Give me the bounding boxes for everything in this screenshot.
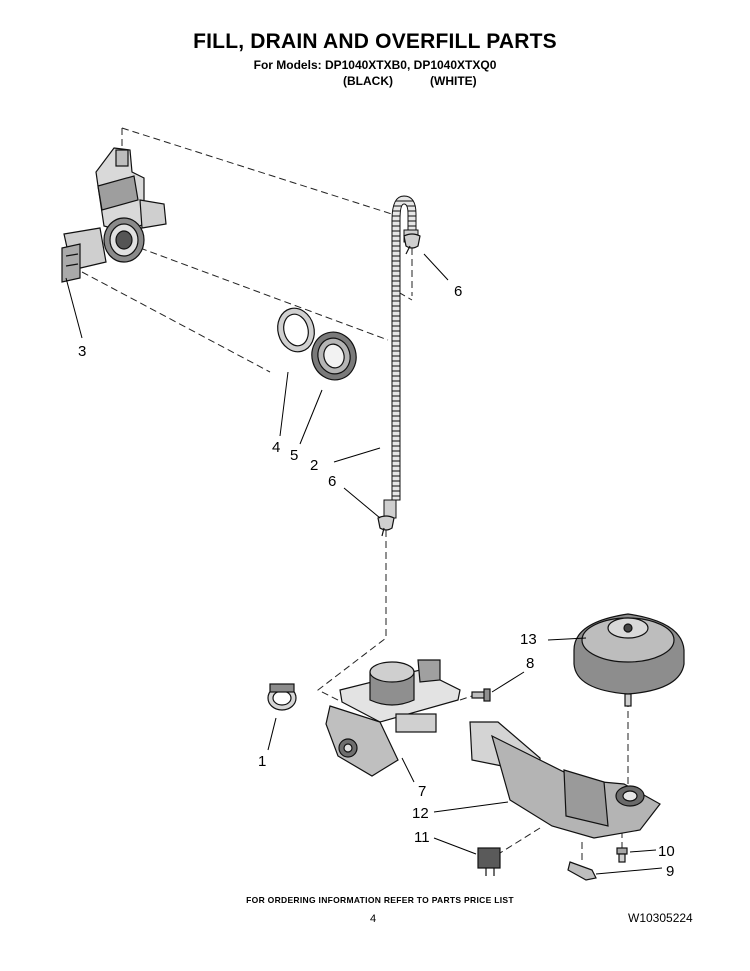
mounting-nut [311,331,357,381]
hose-clamp-1 [267,683,297,711]
float-switch-bracket [469,721,661,839]
connector-11 [477,847,501,876]
callout-labels: 1 2 3 4 5 6 6 7 8 9 10 11 12 13 [78,283,675,880]
document-number: W10305224 [628,911,693,925]
callout-7: 7 [418,783,426,800]
clip-9 [567,861,597,881]
callout-6-lower: 6 [328,473,336,490]
drain-pump-assembly [325,659,461,777]
callout-3: 3 [78,343,86,360]
callout-12: 12 [412,805,429,822]
callout-1: 1 [258,753,266,770]
leader-lines [65,253,663,875]
callout-2: 2 [310,457,318,474]
models-subtitle: For Models: DP1040XTXB0, DP1040XTXQ0 [253,58,497,72]
callout-10: 10 [658,843,675,860]
ordering-note: FOR ORDERING INFORMATION REFER TO PARTS … [246,895,514,905]
screw-8 [471,688,491,702]
drain-hose [383,195,419,519]
callout-6-upper: 6 [454,283,462,300]
variant-white-label: (WHITE) [430,74,477,88]
callout-4: 4 [272,439,280,456]
callout-13: 13 [520,631,537,648]
gasket-ring [277,307,315,353]
callout-8: 8 [526,655,534,672]
screw-10 [616,847,628,863]
hose-clamp-upper [403,233,421,255]
overfill-float [573,613,685,707]
variant-black-label: (BLACK) [343,74,393,88]
callout-5: 5 [290,447,298,464]
page-title: FILL, DRAIN AND OVERFILL PARTS [193,30,557,53]
overfill-float-housing [61,147,167,283]
callout-9: 9 [666,863,674,880]
callout-11: 11 [414,829,430,846]
hose-clamp-lower [377,515,395,537]
page-number: 4 [370,913,377,925]
